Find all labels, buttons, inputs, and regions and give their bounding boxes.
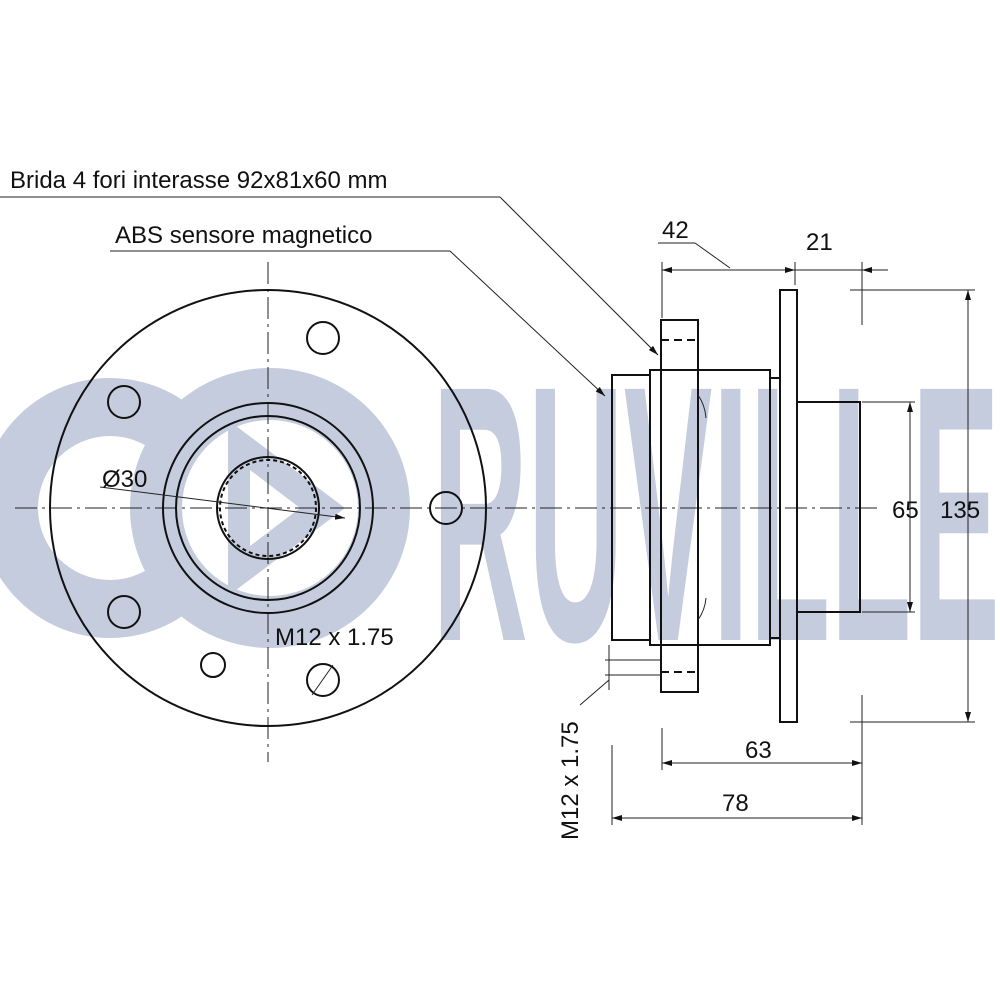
- thread-front-label: M12 x 1.75: [275, 624, 394, 651]
- bolt-hole: [306, 321, 340, 355]
- dim-42: 42: [662, 217, 689, 244]
- hub-spigot: [796, 401, 861, 613]
- dim-63: 63: [745, 737, 772, 764]
- thread-leader: [311, 664, 334, 696]
- bolt-hole: [107, 385, 141, 419]
- small-flange: [660, 319, 699, 693]
- side-view: [611, 289, 861, 723]
- dim-78: 78: [722, 790, 749, 817]
- dimensions: 42 21 135 65 63 78 M12 x 1.75: [557, 217, 980, 840]
- flange-callout-label: Brida 4 fori interasse 92x81x60 mm: [10, 167, 388, 194]
- ruville-logo-watermark: RUVILLE: [0, 311, 1000, 718]
- thread-side-label: M12 x 1.75: [557, 721, 584, 840]
- logo-text: RUVILLE: [432, 311, 1000, 718]
- hub-ring-inner: [175, 415, 361, 601]
- dim-65: 65: [892, 497, 919, 524]
- hub-ring-outer: [162, 402, 374, 614]
- bore-leader: [99, 486, 346, 520]
- threaded-hole: [306, 663, 340, 697]
- dim-135: 135: [940, 497, 980, 524]
- flange-outline: [49, 289, 487, 727]
- bore-diameter-label: Ø30: [102, 466, 147, 493]
- spline-bore: [219, 459, 317, 557]
- bolt-hole: [107, 595, 141, 629]
- pin-hole: [200, 652, 226, 678]
- spline-teeth: [216, 456, 320, 560]
- dim-21: 21: [806, 229, 833, 256]
- callouts: Brida 4 fori interasse 92x81x60 mm ABS s…: [0, 167, 659, 397]
- bolt-hole: [429, 491, 463, 525]
- abs-callout-label: ABS sensore magnetico: [115, 222, 372, 249]
- front-view: Ø30 M12 x 1.75: [49, 289, 487, 727]
